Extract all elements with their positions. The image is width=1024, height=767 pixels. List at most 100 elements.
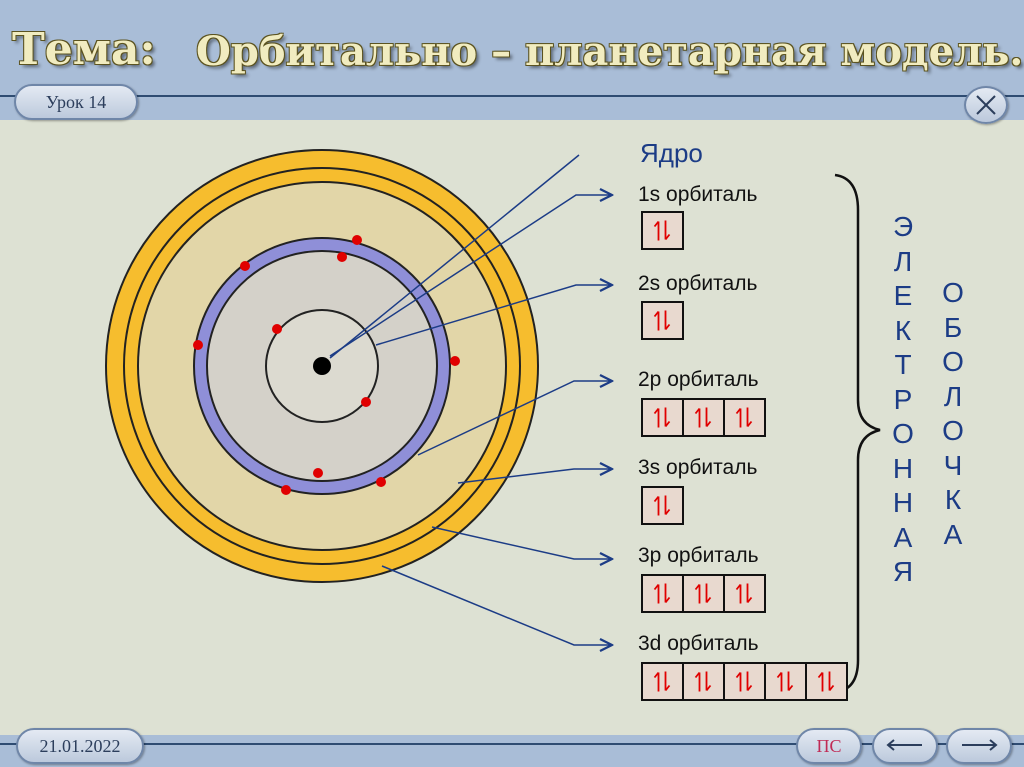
arrow-right-icon: [962, 739, 998, 751]
orbital-cell: [764, 662, 807, 701]
vertical-letter: Е: [893, 280, 913, 311]
spin-arrow: [705, 671, 712, 692]
vertical-letter: К: [944, 484, 962, 515]
spin-arrow: [787, 671, 794, 692]
spin-arrow: [694, 583, 701, 604]
vertical-letter: Л: [893, 245, 913, 277]
orbital-label-3p: 3p орбиталь: [638, 544, 759, 567]
spin-arrow: [746, 407, 753, 428]
shell-brace: [834, 173, 881, 694]
vertical-word-obolochka: О Б О Л О Ч К А: [938, 276, 968, 552]
vertical-letter: О: [942, 346, 964, 377]
vertical-letter: Ч: [943, 449, 963, 481]
electron: [337, 252, 347, 262]
orbital-label-2p: 2p орбиталь: [638, 368, 759, 391]
spin-arrow: [817, 671, 824, 692]
orbital-label-3s: 3s орбиталь: [638, 456, 758, 479]
vertical-letter: Э: [892, 211, 914, 242]
vertical-letter: Н: [892, 452, 914, 484]
orbital-label-2s: 2s орбиталь: [638, 272, 758, 295]
spin-arrow: [664, 407, 671, 428]
header-bar: [0, 0, 1024, 120]
orbital-label-1s: 1s орбиталь: [638, 183, 758, 206]
spin-arrow: [776, 671, 783, 692]
vertical-letter: К: [894, 314, 912, 346]
orbital-cell: [641, 211, 684, 250]
orbital-cell: [805, 662, 848, 701]
spin-arrow: [705, 407, 712, 428]
vertical-letter: Т: [894, 349, 912, 380]
spin-arrow: [828, 671, 835, 692]
pointer-3p: [431, 526, 612, 559]
spin-arrow: [705, 583, 712, 604]
pointer-1s: [329, 195, 612, 357]
lesson-button[interactable]: Урок 14: [14, 84, 138, 120]
vertical-word-electronnaya: Э Л Е К Т Р О Н Н А Я: [888, 210, 918, 590]
spin-arrow: [664, 310, 671, 331]
spin-arrow: [664, 220, 671, 241]
spin-arrow: [746, 583, 753, 604]
pointer-3d: [381, 565, 612, 645]
electron: [313, 468, 323, 478]
orbital-cell: [682, 574, 725, 613]
close-icon: [976, 95, 996, 115]
footer-divider: [0, 743, 1024, 745]
electron: [361, 397, 371, 407]
vertical-letter: О: [942, 415, 964, 446]
pointer-2p: [417, 381, 612, 456]
electron: [281, 485, 291, 495]
next-button[interactable]: [946, 728, 1012, 764]
spin-arrow: [694, 671, 701, 692]
vertical-letter: А: [943, 518, 963, 550]
orbital-cell: [641, 398, 684, 437]
spin-arrow: [746, 671, 753, 692]
pointer-lines: [329, 154, 612, 645]
nucleus-label: Ядро: [640, 138, 703, 168]
orbital-cell: [641, 486, 684, 525]
spin-arrow: [694, 407, 701, 428]
vertical-letter: А: [893, 521, 913, 553]
vertical-letter: Я: [892, 556, 914, 587]
spin-arrow: [653, 407, 660, 428]
electron: [272, 324, 282, 334]
orbital-cell: [682, 398, 725, 437]
spin-arrow: [735, 671, 742, 692]
vertical-letter: Н: [892, 487, 914, 518]
vertical-letter: Л: [943, 380, 963, 412]
spin-arrow: [653, 310, 660, 331]
orbital-boxes: [641, 211, 848, 701]
electrons: [193, 235, 460, 495]
outer-shell-line-1: [123, 167, 521, 565]
spin-arrow: [735, 583, 742, 604]
electron: [450, 356, 460, 366]
electron: [376, 477, 386, 487]
spin-arrow: [664, 671, 671, 692]
spin-arrow: [653, 220, 660, 241]
electron: [352, 235, 362, 245]
arrow-left-icon: [886, 739, 922, 751]
topic-label: Тема:: [12, 24, 156, 75]
vertical-letter: О: [942, 277, 964, 308]
spin-arrow: [653, 583, 660, 604]
spin-arrow: [664, 495, 671, 516]
spin-arrow: [664, 583, 671, 604]
pointer-nucleus: [329, 154, 580, 359]
vertical-letter: Р: [893, 383, 913, 415]
header-divider: [0, 95, 1024, 97]
close-button[interactable]: [964, 86, 1008, 124]
electron: [240, 261, 250, 271]
prev-button[interactable]: [872, 728, 938, 764]
date-label: 21.01.2022: [16, 728, 144, 764]
orbital-cell: [723, 398, 766, 437]
pointer-2s: [375, 285, 612, 346]
vertical-letter: О: [892, 418, 914, 449]
page-title: Орбитально – планетарная модель.: [196, 28, 1024, 75]
nucleus: [313, 357, 331, 375]
orbital-cell: [641, 574, 684, 613]
orbital-label-3d: 3d орбиталь: [638, 632, 759, 655]
ps-button[interactable]: ПС: [796, 728, 862, 764]
orbital-cell: [641, 662, 684, 701]
orbital-cell: [723, 662, 766, 701]
pointer-3s: [457, 469, 612, 484]
